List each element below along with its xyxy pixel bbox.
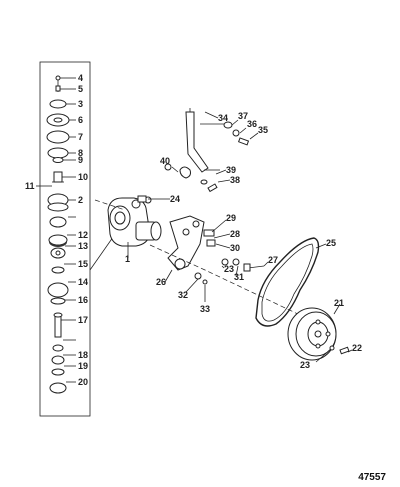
callout-17: 17 <box>78 315 88 325</box>
callout-9: 9 <box>78 155 83 165</box>
callout-33: 33 <box>200 304 210 314</box>
callout-2: 2 <box>78 195 83 205</box>
callout-25: 25 <box>326 238 336 248</box>
callout-36: 36 <box>247 119 257 129</box>
callout-8: 8 <box>78 148 83 158</box>
callout-15: 15 <box>78 259 88 269</box>
callout-12: 12 <box>78 230 88 240</box>
callout-20: 20 <box>78 377 88 387</box>
callout-34: 34 <box>218 113 228 123</box>
callout-11: 11 <box>25 181 35 191</box>
callout-31: 31 <box>234 272 244 282</box>
right-leaders <box>162 111 353 363</box>
callout-28: 28 <box>230 229 240 239</box>
centerline <box>149 244 301 316</box>
pump-mount-bracket <box>167 215 205 271</box>
callout-1: 1 <box>125 254 130 264</box>
callout-19: 19 <box>78 361 88 371</box>
callout-7: 7 <box>78 132 83 142</box>
mount-hardware <box>194 229 265 285</box>
callout-29: 29 <box>226 213 236 223</box>
pump-parts-stack <box>46 75 70 394</box>
pump-assembly <box>107 196 162 247</box>
callout-22: 22 <box>352 343 362 353</box>
callout-23b: 23 <box>300 360 310 370</box>
callout-39: 39 <box>226 165 236 175</box>
callout-18: 18 <box>78 350 88 360</box>
callout-16: 16 <box>78 295 88 305</box>
callout-38: 38 <box>230 175 240 185</box>
callout-5: 5 <box>78 84 83 94</box>
callout-26: 26 <box>156 277 166 287</box>
callout-23: 23 <box>224 264 234 274</box>
exploded-parts-frame <box>39 61 91 417</box>
callout-30: 30 <box>230 243 240 253</box>
pulley <box>287 307 337 361</box>
callout-27: 27 <box>268 255 278 265</box>
left-leaders <box>36 77 76 383</box>
callout-4: 4 <box>78 73 83 83</box>
callout-37: 37 <box>238 111 248 121</box>
callout-10: 10 <box>78 172 88 182</box>
callout-40: 40 <box>160 156 170 166</box>
callout-3: 3 <box>78 99 83 109</box>
callout-13: 13 <box>78 241 88 251</box>
callout-6: 6 <box>78 115 83 125</box>
callout-21: 21 <box>334 298 344 308</box>
callout-32: 32 <box>178 290 188 300</box>
fitting-24 <box>137 195 162 203</box>
callout-35: 35 <box>258 125 268 135</box>
callout-14: 14 <box>78 277 88 287</box>
bracket-hardware <box>164 121 250 193</box>
drawing-number: 47557 <box>358 472 386 483</box>
callout-24: 24 <box>170 194 180 204</box>
drive-belt <box>255 237 320 327</box>
